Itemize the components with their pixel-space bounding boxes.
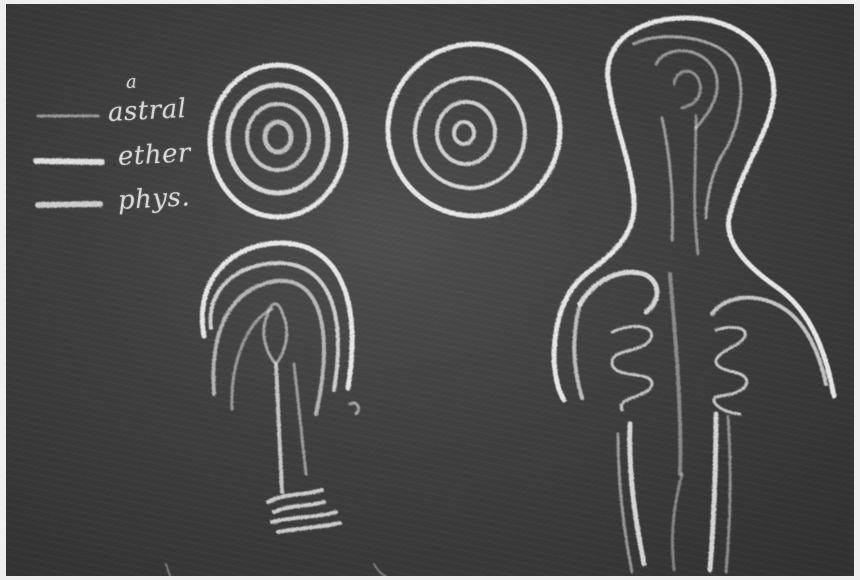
human-figure — [554, 18, 834, 572]
arch-figure — [202, 243, 352, 532]
legend-lines — [36, 116, 102, 205]
label-astral: astral — [107, 94, 187, 128]
chalkboard: a astral ether phys. — [6, 4, 854, 576]
stray-chalk-marks — [166, 403, 386, 576]
concentric-circles-middle — [388, 44, 560, 216]
label-a: a — [125, 71, 137, 93]
concentric-circles-left — [210, 65, 346, 217]
label-phys: phys. — [117, 182, 191, 216]
label-ether: ether — [117, 138, 191, 172]
